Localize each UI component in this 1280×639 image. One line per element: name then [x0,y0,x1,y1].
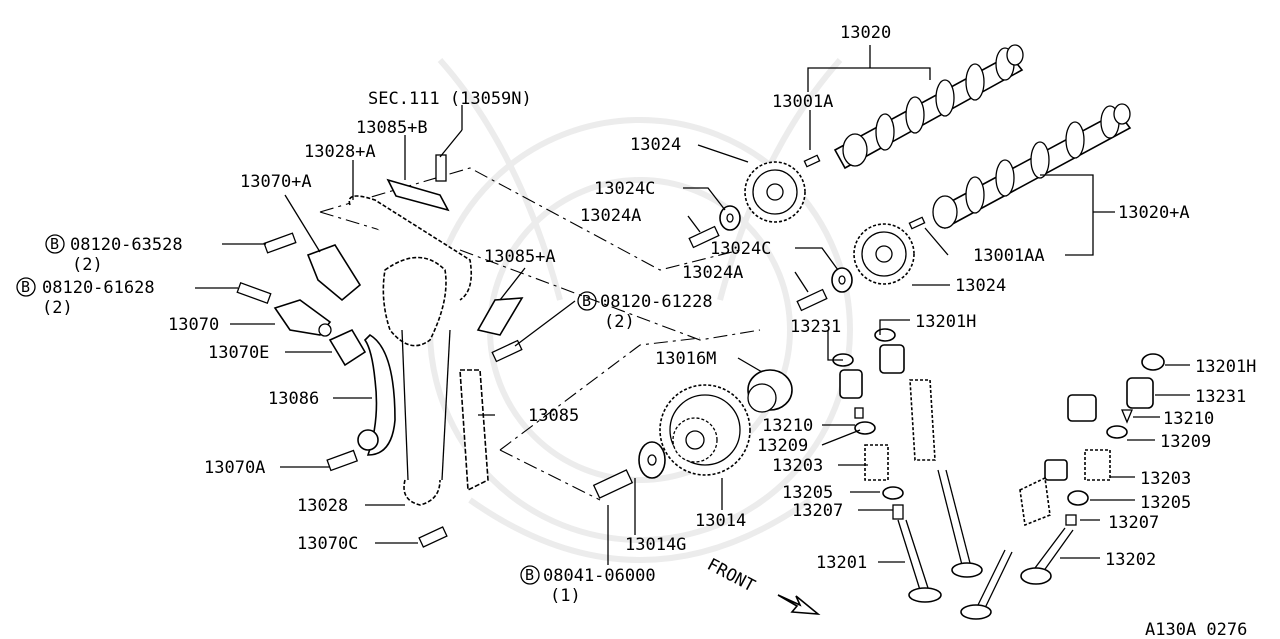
label-qty-63528: (2) [72,255,103,275]
bolt-b-letter: B [50,235,59,253]
engine-outline [319,167,761,501]
gasket-13070e [328,328,367,367]
tension-guide-13085 [459,369,489,492]
washer-13024c-mid [831,267,853,293]
label-13024c-mid: 13024C [710,239,771,259]
label-13001aa: 13001AA [973,246,1045,266]
label-08120-61228: 08120-61228 [600,292,713,312]
guide-pivot [357,429,379,451]
crank-sprocket [659,384,751,476]
slack-guide-13086 [363,333,396,456]
label-13209-left: 13209 [757,436,808,456]
label-13210-left: 13210 [762,416,813,436]
label-13207-right: 13207 [1108,513,1159,533]
valve-set-right [960,353,1165,620]
watermark-emblem [427,58,853,563]
label-13085a: 13085+A [484,247,556,267]
label-13020: 13020 [840,23,891,43]
bolt-b-marker [45,234,65,254]
label-13210-right: 13210 [1163,409,1214,429]
label-13205-right: 13205 [1140,493,1191,513]
label-13202: 13202 [1105,550,1156,570]
label-13024-right: 13024 [955,276,1006,296]
bolt-b-letter: B [582,292,591,310]
tensioner-13070 [273,299,332,337]
label-13203-left: 13203 [772,456,823,476]
label-08041-06000: 08041-06000 [543,566,656,586]
label-13205-left: 13205 [782,483,833,503]
diagram-id: A130A 0276 [1145,620,1247,639]
label-13024c-top: 13024C [594,179,655,199]
label-13028a: 13028+A [304,142,376,162]
label-13201: 13201 [816,553,867,573]
front-arrow-icon [777,594,821,615]
timing-chain-upper [348,195,473,347]
camshaft-lower [908,103,1132,230]
label-08120-63528: 08120-63528 [70,235,183,255]
label-sec111: SEC.111 (13059N) [368,89,532,109]
label-13024a-top: 13024A [580,206,641,226]
label-13024-top: 13024 [630,135,681,155]
label-13028: 13028 [297,496,348,516]
bolt-b-marker [577,291,597,311]
leader-lines [195,45,1190,565]
label-13085: 13085 [528,406,579,426]
label-13070c: 13070C [297,534,358,554]
label-13070a-top: 13070+A [240,172,312,192]
valve-set-left [832,328,983,603]
label-13203-right: 13203 [1140,469,1191,489]
cam-sprocket-lower [853,223,915,285]
bolt-b-letter: B [525,566,534,584]
bolt-b-marker [16,277,36,297]
label-13085b: 13085+B [356,118,428,138]
label-13201h-left: 13201H [915,312,976,332]
washer-13024c-top [719,205,741,231]
label-13201h-right: 13201H [1195,357,1256,377]
label-13207-left: 13207 [792,501,843,521]
timing-chain-lower [401,329,451,506]
bolt-b-letter: B [21,278,30,296]
front-label: FRONT [704,555,759,597]
label-qty-06000: (1) [550,586,581,606]
label-13001a: 13001A [772,92,833,112]
label-13024a-mid: 13024A [682,263,743,283]
label-13070a-low: 13070A [204,458,265,478]
label-13016m: 13016M [655,349,716,369]
label-13209-right: 13209 [1160,432,1211,452]
bolt-b-marker [520,565,540,585]
idler-sprocket-16m [747,369,793,413]
guide-13085b [386,178,450,212]
camshaft-upper [803,44,1024,170]
label-13231-left: 13231 [790,317,841,337]
label-13231-right: 13231 [1195,387,1246,407]
label-13070: 13070 [168,315,219,335]
label-qty-61628: (2) [42,298,73,318]
label-13014: 13014 [695,511,746,531]
label-13086: 13086 [268,389,319,409]
label-13070e: 13070E [208,343,269,363]
tensioner-13070a [306,244,362,302]
bolt-group [236,154,828,548]
guide-13085a [476,297,524,336]
label-13020a: 13020+A [1118,203,1190,223]
cam-sprocket-upper [744,161,806,223]
label-08120-61628: 08120-61628 [42,278,155,298]
label-13014g: 13014G [625,535,686,555]
washer-13014g [638,441,666,479]
label-qty-61228: (2) [604,312,635,332]
